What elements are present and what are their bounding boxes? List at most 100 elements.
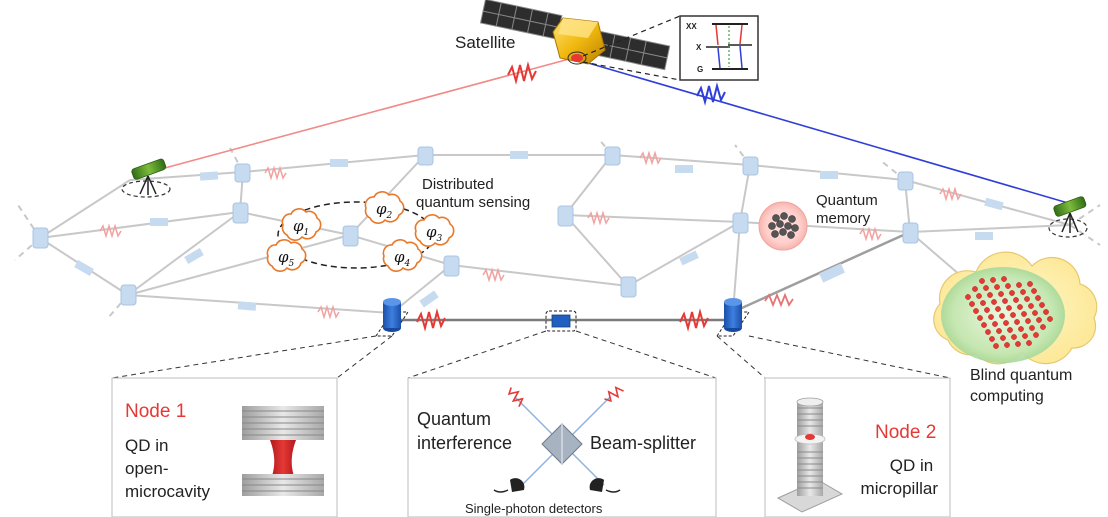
qubit-dot xyxy=(1007,327,1013,333)
satellite-link-red xyxy=(149,57,574,173)
qubit-dot xyxy=(973,308,979,314)
qubit-dot xyxy=(1027,281,1033,287)
satellite-label: Satellite xyxy=(455,33,515,52)
qubit-dot xyxy=(1028,303,1034,309)
qubit-dot xyxy=(1025,318,1031,324)
qubit-dot xyxy=(1006,305,1012,311)
satellite-photon-red xyxy=(507,61,537,85)
level-xx-label: XX xyxy=(686,22,697,31)
node-2-icon xyxy=(716,298,750,337)
fiber-photons xyxy=(99,150,962,320)
qubit-dot xyxy=(1040,324,1046,330)
phase-clouds xyxy=(266,191,455,272)
qubit-dot xyxy=(1021,311,1027,317)
qubit-dot xyxy=(1047,316,1053,322)
qubit-dot xyxy=(1011,334,1017,340)
qubit-dot xyxy=(1033,332,1039,338)
qubit-dot xyxy=(981,322,987,328)
satellite-link-blue xyxy=(577,59,1069,204)
phase-3-label: φ3 xyxy=(426,223,443,244)
qubit-dot xyxy=(994,284,1000,290)
qubit-dot xyxy=(977,315,983,321)
level-x-label: X xyxy=(696,43,702,52)
qubit-dot xyxy=(992,321,998,327)
qubit-dot xyxy=(1001,276,1007,282)
fiber-to-node2 xyxy=(732,230,911,314)
qubit-dot xyxy=(987,292,993,298)
micropillar-icon xyxy=(776,397,844,513)
zoom-line xyxy=(582,61,681,81)
detectors-label: Single-photon detectors xyxy=(465,501,603,516)
quantum-memory-label: Quantum memory xyxy=(816,192,882,227)
qubit-dot xyxy=(1002,298,1008,304)
detector-left-icon xyxy=(493,478,525,493)
qubit-dot xyxy=(1024,296,1030,302)
qubit-dot xyxy=(1009,290,1015,296)
qubit-dot xyxy=(976,293,982,299)
node-1-icon xyxy=(375,298,409,337)
qubit-dot xyxy=(983,285,989,291)
qubit-dot xyxy=(984,307,990,313)
satellite-icon xyxy=(479,0,671,71)
qubit-dot xyxy=(985,329,991,335)
qubit-dot xyxy=(995,306,1001,312)
qubit-dot xyxy=(1020,289,1026,295)
qubit-dot xyxy=(993,343,999,349)
phase-2-label: φ2 xyxy=(376,200,393,221)
qubit-dot xyxy=(1003,320,1009,326)
qubit-dot xyxy=(969,301,975,307)
panel-zoom-lines xyxy=(111,330,951,379)
qubit-dot xyxy=(996,328,1002,334)
qubit-dot xyxy=(1014,319,1020,325)
qubit-dot xyxy=(1010,312,1016,318)
beam-splitter-icon xyxy=(507,386,624,488)
qubit-dot xyxy=(1017,304,1023,310)
qubit-dot xyxy=(979,278,985,284)
detector-right-icon xyxy=(589,478,621,493)
qubit-dot xyxy=(999,313,1005,319)
open-microcavity-icon xyxy=(242,406,324,496)
photon-to-node2 xyxy=(764,292,794,308)
qubit-dot xyxy=(1018,326,1024,332)
qubit-dot xyxy=(1032,310,1038,316)
qubit-dot xyxy=(972,286,978,292)
qubit-dot xyxy=(1004,342,1010,348)
node-1-title: Node 1 xyxy=(125,401,186,422)
node-1-description: QD in open- microcavity xyxy=(125,436,211,501)
qubit-dot xyxy=(1000,335,1006,341)
cloud-computing-icon xyxy=(933,251,1098,365)
qubit-dot xyxy=(1035,295,1041,301)
qubit-dot xyxy=(1013,297,1019,303)
qubit-dot xyxy=(1029,325,1035,331)
fiber-repeaters xyxy=(74,151,1004,311)
sensing-label: Distributed quantum sensing xyxy=(416,176,530,211)
qubit-dot xyxy=(1031,288,1037,294)
energy-level-inset xyxy=(679,15,759,81)
beam-splitter-node-icon xyxy=(545,310,577,332)
node-2-description: QD in micropillar xyxy=(861,456,939,498)
qubit-dot xyxy=(990,277,996,283)
telescope-right-icon xyxy=(1048,196,1088,238)
phase-5-label: φ5 xyxy=(278,248,295,269)
qubit-dot xyxy=(1036,317,1042,323)
network-nodes xyxy=(32,146,919,306)
photon-node1-wave xyxy=(416,308,446,332)
interference-label: Quantum interference xyxy=(417,409,512,453)
level-g-label: G xyxy=(697,65,703,74)
qubit-dot xyxy=(1039,302,1045,308)
qubit-dot xyxy=(991,299,997,305)
beam-splitter-label: Beam-splitter xyxy=(590,433,696,453)
qubit-dot xyxy=(1022,333,1028,339)
phase-4-label: φ4 xyxy=(394,248,411,269)
qubit-dot xyxy=(1026,340,1032,346)
qubit-dot xyxy=(988,314,994,320)
node-2-title: Node 2 xyxy=(875,422,936,443)
qubit-dot xyxy=(980,300,986,306)
phase-1-label: φ1 xyxy=(293,217,309,238)
satellite-photon-blue xyxy=(696,82,726,106)
quantum-memory-icon xyxy=(758,201,808,251)
qubit-dot xyxy=(965,294,971,300)
telescope-left-icon xyxy=(121,158,171,198)
qubit-dot xyxy=(1015,341,1021,347)
qubit-dot xyxy=(1016,282,1022,288)
